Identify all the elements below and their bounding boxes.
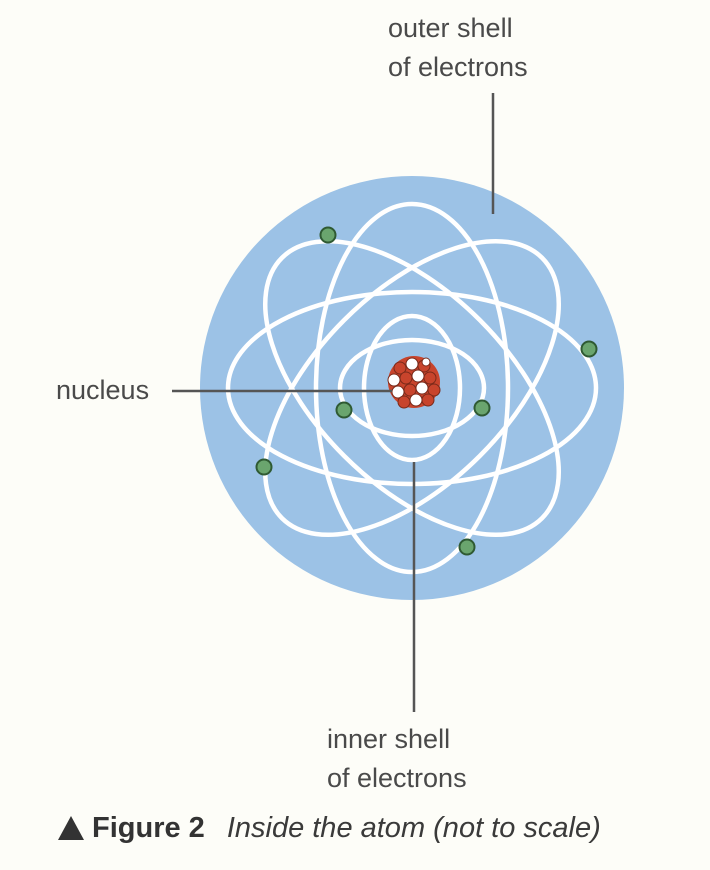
inner-shell-label-line2: of electrons [327, 763, 467, 790]
outer-orbit-vertical [313, 201, 511, 575]
proton [399, 371, 413, 385]
nucleus [387, 356, 441, 409]
proton [421, 393, 435, 407]
proton [397, 395, 411, 409]
triangle-marker-icon [58, 816, 84, 840]
neutron [415, 381, 429, 395]
proton [427, 383, 441, 397]
proton [393, 361, 407, 375]
leader-lines [172, 93, 495, 712]
inner-shell-label-line1: inner shell [327, 724, 450, 754]
electron [335, 401, 353, 419]
proton [423, 371, 437, 385]
neutron [411, 369, 425, 383]
electron [580, 340, 598, 358]
figure-caption: Figure 2 Inside the atom (not to scale) [58, 808, 601, 848]
neutron [405, 357, 419, 371]
inner-orbit-vertical [361, 313, 463, 463]
outer-shell-label-line2: of electrons [388, 52, 528, 82]
electron [255, 458, 273, 476]
electron [458, 538, 476, 556]
atom-diagram: outer shell of electrons nucleus inner s… [56, 13, 624, 790]
outer-orbit-diagonal-a [262, 238, 562, 538]
nucleus-label: nucleus [56, 375, 149, 405]
figure-number: Figure 2 [92, 811, 205, 844]
electron [319, 226, 337, 244]
electrons [255, 226, 598, 556]
outer-orbit-horizontal [225, 289, 599, 487]
neutron [421, 357, 431, 367]
neutron [387, 373, 401, 387]
neutron [409, 393, 423, 407]
electron [473, 399, 491, 417]
outer-shell-label-line1: outer shell [388, 13, 513, 43]
outer-orbit-diagonal-b [262, 238, 562, 538]
inner-orbit-horizontal [337, 337, 487, 439]
electron-orbits [225, 201, 599, 575]
figure-title: Inside the atom (not to scale) [226, 811, 601, 844]
